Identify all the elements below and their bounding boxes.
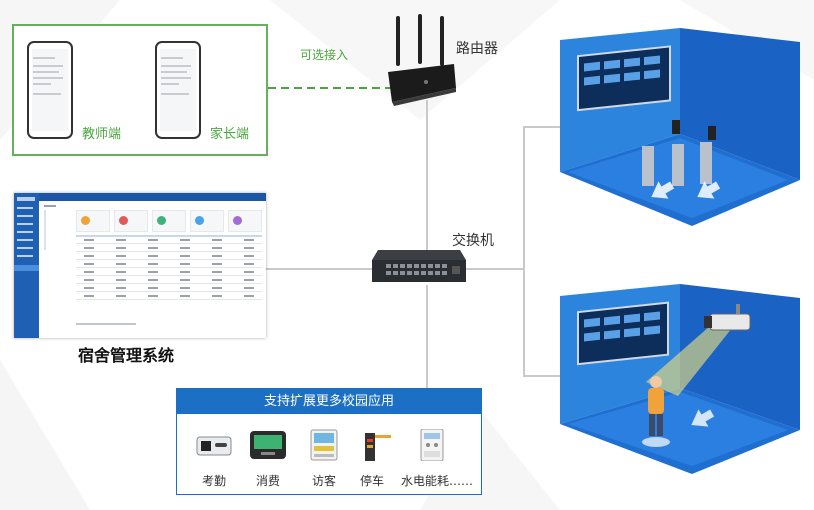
- payment-label: 消费: [255, 474, 280, 488]
- optional-access-label: 可选接入: [300, 48, 349, 62]
- parent-phone: [155, 41, 201, 139]
- parent-label: 家长端: [210, 127, 250, 142]
- extension-header: 支持扩展更多校园应用: [177, 389, 481, 414]
- router-icon: [388, 14, 456, 106]
- payment-terminal-icon: [250, 431, 286, 459]
- visitor-label: 访客: [311, 474, 336, 488]
- switch-rooms-line: [462, 268, 524, 270]
- system-title: 宿舍管理系统: [78, 346, 175, 365]
- attendance-label: 考勤: [201, 474, 226, 488]
- person-icon: [642, 376, 670, 447]
- parking-barrier-icon: [365, 433, 391, 461]
- teacher-label: 教师端: [82, 127, 122, 142]
- camera-room: [560, 284, 800, 474]
- turnstile-gate-icon: [642, 120, 716, 186]
- room-bottom-line: [523, 375, 561, 377]
- parking-label: 停车: [359, 474, 384, 488]
- room-top-line: [523, 126, 561, 128]
- switch-extension-line: [426, 285, 428, 388]
- extension-apps-box: 支持扩展更多校园应用 考勤 消费 访客 停车 水电能耗……: [176, 388, 482, 495]
- switch-label: 交换机: [452, 233, 494, 249]
- dashboard-screenshot: [14, 193, 266, 338]
- teacher-phone: [27, 41, 73, 139]
- dashboard-topbar: [39, 193, 266, 201]
- camera-icon: [704, 304, 751, 331]
- visitor-kiosk-icon: [310, 429, 338, 461]
- dashboard-table: [76, 235, 262, 315]
- switch-dashboard-line: [266, 268, 376, 270]
- mobile-clients-box: 教师端 家长端: [12, 24, 268, 156]
- router-label: 路由器: [456, 41, 498, 57]
- switch-icon: [372, 250, 466, 282]
- dashboard-sidebar: [14, 193, 39, 338]
- utility-label: 水电能耗……: [400, 474, 473, 488]
- utility-meter-icon: [420, 429, 444, 461]
- attendance-terminal-icon: [196, 436, 232, 456]
- router-switch-line: [426, 100, 428, 260]
- rooms-vertical-line: [523, 126, 525, 376]
- optional-dashed-line: [268, 87, 393, 89]
- access-gate-room: [560, 28, 800, 226]
